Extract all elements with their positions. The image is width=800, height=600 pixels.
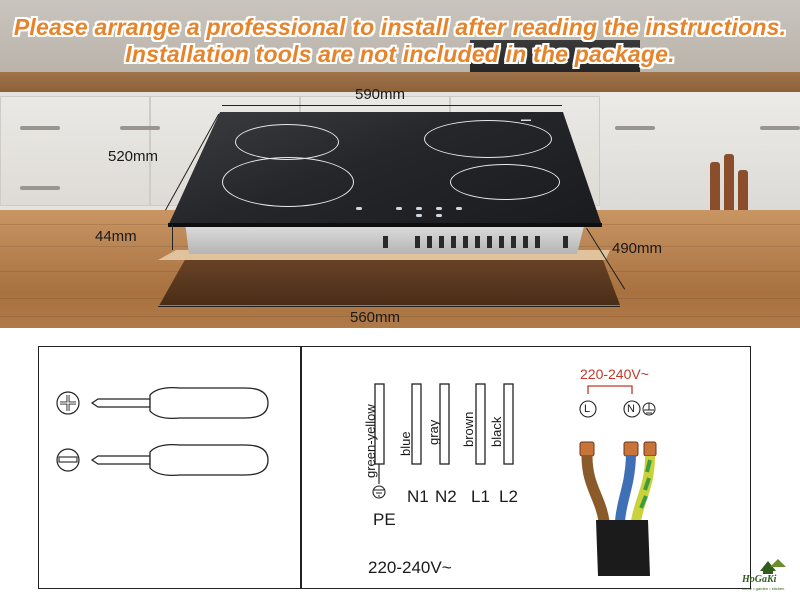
cable-sheath [596, 520, 650, 576]
ground-icon [372, 485, 386, 499]
brown-wire [581, 455, 610, 523]
bottle [738, 170, 748, 210]
cooking-zone [222, 157, 354, 207]
back-countertop [0, 72, 800, 94]
brand-logo-text: HoGaKi [742, 574, 777, 585]
phillips-head-icon [56, 391, 80, 415]
terminal-label-l2: L2 [499, 487, 518, 506]
wire-label-black: black [489, 416, 504, 447]
vent-slot [523, 236, 528, 248]
cabinet-handle [615, 126, 655, 130]
cutout-width-dimension-line [158, 306, 620, 307]
copper-tip [579, 441, 595, 457]
live-terminal-icon [579, 400, 597, 418]
touch-control [436, 214, 442, 217]
wire-label-green-yellow: green-yellow [363, 404, 378, 478]
bottles [710, 150, 750, 210]
cutout-width-dimension-label: 560mm [350, 309, 401, 326]
wire-label-gray: gray [426, 419, 441, 445]
brand-logo [760, 559, 786, 574]
kitchen-backsplash [0, 0, 800, 75]
cabinet-handle [20, 186, 60, 190]
cooking-zone [235, 124, 339, 160]
flathead-screwdriver [56, 444, 269, 476]
cabinet-handle [120, 126, 160, 130]
terminal-post-l2 [503, 383, 514, 465]
terminal-label-l1: L1 [471, 487, 490, 506]
copper-tip [623, 441, 639, 457]
cutout-edge [158, 250, 610, 260]
depth-dimension-label: 520mm [108, 148, 159, 165]
touch-control [436, 207, 442, 210]
terminal-voltage-label: 220-240V~ [368, 558, 452, 577]
installation-diagram-frame [38, 346, 751, 589]
tools-illustration [56, 387, 269, 476]
bottle [724, 154, 734, 210]
vent-slot [535, 236, 540, 248]
terminal-label-n1: N1 [407, 487, 429, 506]
phillips-screwdriver [56, 387, 269, 419]
bottle [710, 162, 720, 210]
copper-tip [643, 441, 657, 457]
diagram-divider [300, 346, 302, 589]
terminal-label-n2: N2 [435, 487, 457, 506]
hob-edge [168, 223, 602, 227]
vent-slot [563, 236, 568, 248]
vent-slot [383, 236, 388, 248]
height-dimension-line [172, 224, 173, 250]
power-cable-illustration [579, 441, 657, 576]
neutral-terminal-icon [623, 400, 641, 418]
cutout-depth-dimension-label: 490mm [612, 240, 663, 257]
vent-slot [475, 236, 480, 248]
terminal-post-n2 [439, 383, 450, 465]
wood-grain [0, 316, 800, 317]
brand-mark: ▬▬ [521, 117, 531, 123]
brand-logo-tagline: home • garden • kitchen [742, 586, 785, 591]
touch-control [396, 207, 402, 210]
supply-terminal-n: N [627, 403, 635, 415]
flathead-icon [56, 448, 80, 472]
cabinet-handle [760, 126, 800, 130]
vent-slot [439, 236, 444, 248]
terminal-post-l1 [475, 383, 486, 465]
cooking-zone [424, 120, 552, 158]
blue-wire [615, 455, 636, 522]
side-wall [600, 92, 800, 212]
supply-terminal-l: L [584, 403, 591, 415]
installation-notice-line2: Installation tools are not included in t… [125, 41, 675, 67]
cabinet-handle [20, 126, 60, 130]
vent-slot [415, 236, 420, 248]
touch-control [356, 207, 362, 210]
installation-notice-line1: Please arrange a professional to install… [13, 14, 787, 40]
vent-slot [511, 236, 516, 248]
touch-control [456, 207, 462, 210]
width-dimension-label: 590mm [355, 86, 406, 103]
height-dimension-label: 44mm [95, 228, 137, 245]
width-dimension-line [222, 105, 562, 106]
cooking-zone [450, 164, 560, 200]
background-cooktop [470, 40, 640, 78]
product-photo: ▬▬ 590mm 520mm 44mm 490mm 560mm Please a… [0, 0, 800, 328]
vent-slot [463, 236, 468, 248]
vent-slot [451, 236, 456, 248]
touch-control [416, 214, 422, 217]
vent-slot [487, 236, 492, 248]
vent-slot [427, 236, 432, 248]
supply-terminals [579, 385, 656, 418]
vent-slot [499, 236, 504, 248]
wire-label-brown: brown [461, 411, 476, 447]
supply-voltage-label: 220-240V~ [580, 366, 649, 382]
wire-label-blue: blue [398, 431, 413, 456]
terminal-block [372, 383, 514, 499]
touch-control [416, 207, 422, 210]
terminal-label-pe: PE [373, 510, 396, 529]
countertop-cutout [159, 255, 620, 305]
terminal-post-n1 [411, 383, 422, 465]
